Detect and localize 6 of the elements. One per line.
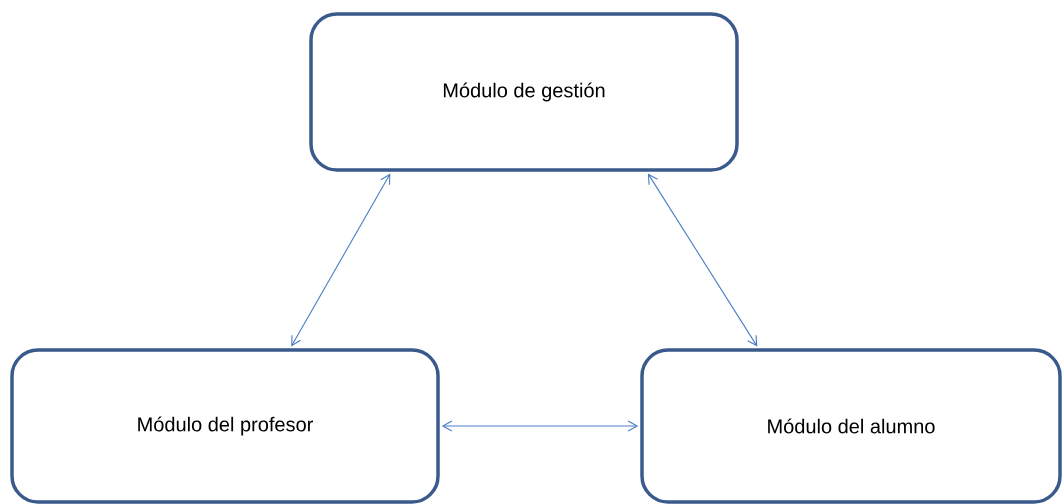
module-box: Módulo del alumno xyxy=(640,348,1062,504)
arrow xyxy=(441,420,639,432)
arrow xyxy=(647,173,758,347)
arrow xyxy=(291,173,391,347)
module-box: Módulo de gestión xyxy=(309,12,739,172)
module-box: Módulo del profesor xyxy=(10,348,440,504)
